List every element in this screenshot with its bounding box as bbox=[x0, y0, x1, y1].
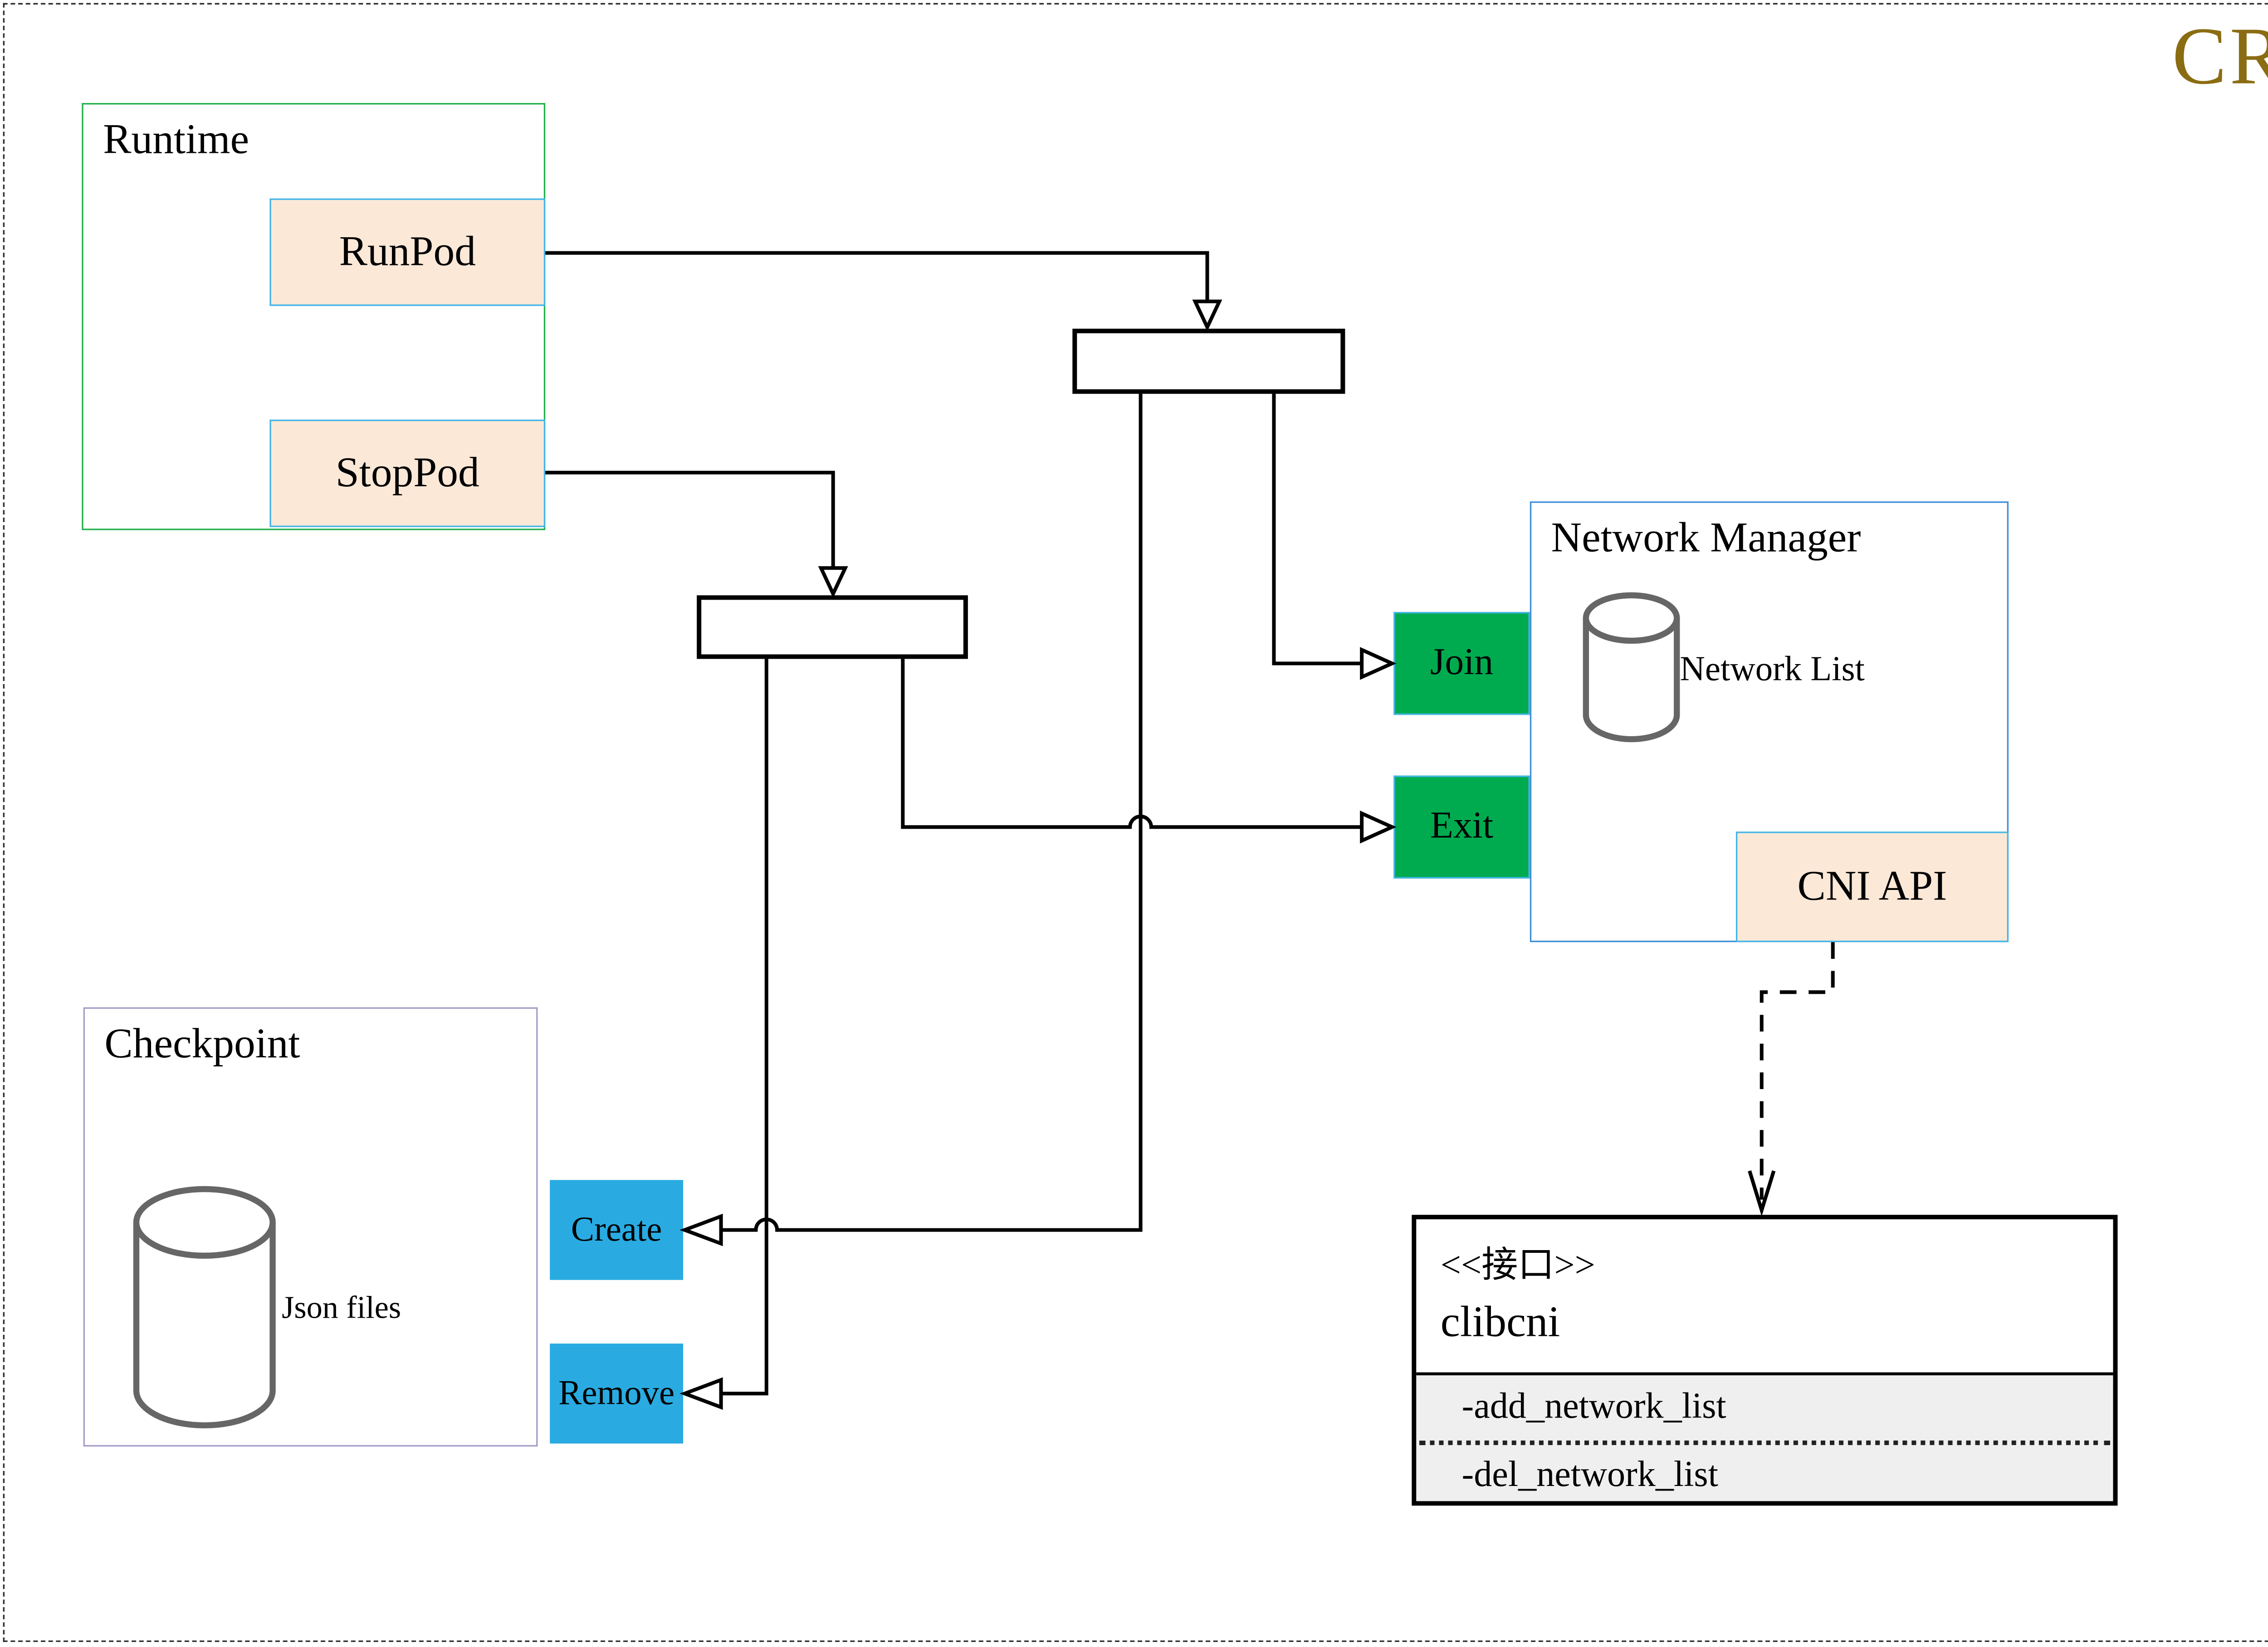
network-list-label: Network List bbox=[1680, 650, 1865, 688]
stoppod-to-step2-line bbox=[545, 470, 835, 568]
stoppod-label: StopPod bbox=[335, 449, 479, 496]
exit-port: Exit bbox=[1393, 775, 1530, 879]
arrowhead-into-join bbox=[1360, 647, 1397, 680]
remove-label: Remove bbox=[558, 1373, 675, 1412]
arrowhead-into-clibcni bbox=[1748, 1170, 1776, 1217]
step1-to-join-line bbox=[1272, 394, 1362, 665]
arrowhead-into-exit bbox=[1360, 811, 1397, 844]
checkpoint-box: Checkpoint bbox=[83, 1007, 538, 1447]
step2-to-exit-line bbox=[901, 659, 1362, 829]
anonymous-step-rect-2 bbox=[697, 595, 968, 659]
remove-port: Remove bbox=[550, 1344, 684, 1444]
runpod-node: RunPod bbox=[269, 198, 546, 306]
clibcni-header: <<接口>> clibcni bbox=[1416, 1219, 2113, 1376]
join-port: Join bbox=[1393, 612, 1530, 715]
runtime-label: Runtime bbox=[103, 117, 249, 164]
arrowhead-into-create bbox=[679, 1213, 723, 1246]
interface-name: clibcni bbox=[1440, 1298, 1560, 1347]
join-label: Join bbox=[1430, 642, 1494, 684]
step2-to-remove-line bbox=[721, 659, 768, 1396]
exit-label: Exit bbox=[1430, 806, 1494, 847]
method-add-network-list: -add_network_list bbox=[1461, 1387, 1726, 1427]
interface-stereotype: <<接口>> bbox=[1440, 1246, 1595, 1286]
cni-api-to-clibcni-dashed-line bbox=[1760, 942, 1835, 1200]
stoppod-node: StopPod bbox=[269, 420, 546, 528]
anonymous-step-rect-1 bbox=[1072, 328, 1345, 394]
json-files-label: Json files bbox=[282, 1289, 401, 1325]
network-manager-label: Network Manager bbox=[1551, 515, 1861, 562]
create-label: Create bbox=[571, 1210, 662, 1248]
method-del-network-list: -del_network_list bbox=[1461, 1456, 1718, 1495]
clibcni-interface-box: <<接口>> clibcni -add_network_list -del_ne… bbox=[1412, 1215, 2118, 1506]
clibcni-methods-section: -add_network_list -del_network_list bbox=[1416, 1375, 2113, 1501]
methods-divider bbox=[1419, 1440, 2110, 1445]
create-port: Create bbox=[550, 1180, 684, 1280]
cni-api-node: CNI API bbox=[1735, 831, 2009, 943]
runpod-to-step1-line bbox=[545, 251, 1209, 302]
runpod-label: RunPod bbox=[339, 228, 476, 275]
checkpoint-label: Checkpoint bbox=[104, 1021, 300, 1068]
arrowhead-into-step1 bbox=[1192, 299, 1222, 332]
arrowhead-into-remove bbox=[679, 1377, 723, 1410]
cni-api-label: CNI API bbox=[1797, 862, 1947, 910]
step1-to-create-line bbox=[721, 394, 1143, 1232]
arrowhead-into-step2 bbox=[818, 566, 848, 598]
cri-title: CRI bbox=[2172, 10, 2268, 102]
